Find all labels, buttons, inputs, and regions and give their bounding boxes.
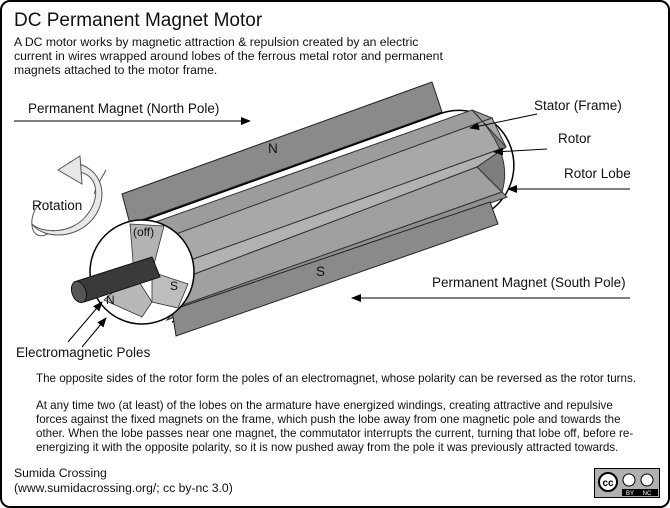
end-sector-s — [151, 271, 189, 309]
label-south-magnet: Permanent Magnet (South Pole) — [432, 275, 626, 290]
nc-badge-text: NC — [643, 491, 652, 497]
by-person-icon — [622, 473, 636, 487]
label-stator: Stator (Frame) — [534, 98, 622, 113]
by-badge-text: BY — [626, 491, 634, 497]
motor-shaft — [70, 256, 161, 304]
label-north-magnet: Permanent Magnet (North Pole) — [28, 101, 220, 116]
label-face-s: S — [170, 279, 179, 293]
intro-text: A DC motor works by magnetic attraction … — [14, 35, 443, 77]
nc-dollar-icon — [640, 473, 654, 487]
credit-author: Sumida Crossing — [14, 466, 107, 480]
rotation-arrow — [31, 169, 107, 237]
credit-source: (www.sumidacrossing.org/; cc by-nc 3.0) — [14, 481, 233, 495]
south-magnet — [171, 201, 499, 337]
cc-license-badge: cc BY NC — [594, 468, 660, 498]
arrow-em-pole-1 — [67, 301, 103, 343]
label-rotor: Rotor — [558, 131, 592, 146]
cc-badge-text: cc — [602, 478, 614, 489]
page-title: DC Permanent Magnet Motor — [14, 10, 263, 31]
label-em-poles: Electromagnetic Poles — [16, 345, 151, 360]
paragraph-2: At any time two (at least) of the lobes … — [36, 399, 634, 454]
rotation-arrow-head — [57, 155, 83, 185]
north-magnet — [121, 81, 443, 225]
label-face-n: N — [106, 293, 115, 307]
label-face-off: (off) — [133, 225, 155, 239]
arrow-rotor — [493, 147, 548, 156]
label-magnet-s: S — [316, 264, 326, 279]
paragraph-1: The opposite sides of the rotor form the… — [36, 372, 636, 385]
arrow-em-pole-2 — [81, 317, 107, 348]
label-rotor-lobe: Rotor Lobe — [564, 166, 631, 181]
label-rotation: Rotation — [32, 198, 83, 213]
rotor-lobe — [471, 109, 507, 193]
stator-frame — [127, 109, 515, 323]
arrow-stator — [469, 113, 538, 131]
label-magnet-n: N — [268, 141, 278, 156]
rotation-arrow-body — [31, 161, 103, 236]
